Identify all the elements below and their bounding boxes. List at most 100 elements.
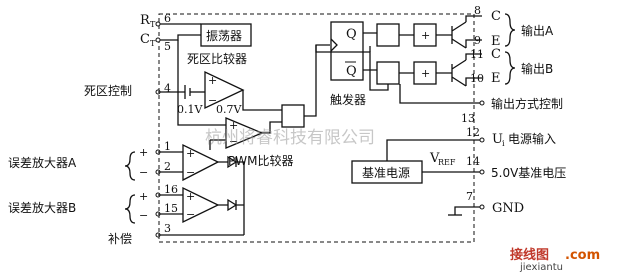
pin-rt-label: R	[140, 13, 151, 28]
pin-13-number: 13	[461, 112, 475, 125]
sawtooth-wire	[177, 40, 205, 126]
deadtime-control-label: 死区控制	[84, 84, 132, 98]
and-gate-2	[376, 61, 400, 85]
pin-e1-letter: E	[491, 34, 501, 49]
diode-b-icon	[218, 198, 244, 212]
pin-12-dot	[479, 137, 485, 143]
vref-label: V	[429, 151, 440, 166]
pin-deadtime-number: 4	[164, 82, 171, 95]
or-gate	[281, 104, 305, 128]
pin-e2-letter: E	[491, 71, 501, 86]
pwm-comp-plus: +	[229, 119, 238, 132]
transistor-b	[436, 59, 467, 87]
deadtime-comp-minus: −	[208, 94, 217, 107]
pin-c1-number: 8	[474, 4, 481, 17]
brace-err-b-icon	[124, 194, 136, 224]
pin-rt-dot	[155, 21, 161, 27]
pin-3-number: 3	[164, 222, 171, 235]
pwm-comparator	[225, 117, 264, 149]
feedback-bus	[236, 161, 245, 235]
err-a-plus: +	[139, 146, 148, 159]
pwm-out-wire	[262, 121, 282, 134]
brace-err-a-icon	[124, 151, 136, 181]
or-gate-2-plus: +	[421, 67, 430, 80]
err-a-input-wires	[158, 151, 183, 173]
pin-1-number: 1	[164, 140, 171, 153]
deadtime-comparator	[204, 70, 245, 110]
clock-input-icon	[330, 38, 338, 52]
logo-cn: 接线图	[510, 247, 549, 263]
output-b-label: 输出B	[521, 61, 553, 76]
flipflop-q: Q	[346, 27, 357, 42]
err-amp-a-plus: +	[186, 147, 195, 160]
transistor-pin-wires	[465, 15, 482, 86]
compensation-label: 补偿	[108, 231, 132, 246]
error-amplifier-a	[182, 143, 220, 182]
flipflop-label: 触发器	[330, 92, 366, 107]
or-gate-1-plus: +	[421, 29, 430, 42]
pin-12-number: 12	[466, 126, 480, 139]
vcc-label: U	[492, 132, 503, 147]
vref-output-label: 5.0V基准电压	[491, 166, 566, 180]
error-amplifier-b	[182, 186, 220, 224]
error-amp-a-label: 误差放大器A	[8, 155, 77, 170]
pin-7-dot	[479, 204, 485, 210]
output-a-label: 输出A	[521, 23, 554, 38]
pin-c1-letter: C	[491, 9, 501, 24]
pin-15-number: 15	[164, 202, 178, 215]
pin-ct-dot	[155, 37, 161, 43]
flipflop-block	[330, 21, 364, 81]
logo-site: jiexiantu	[519, 262, 563, 272]
pin-c2-letter: C	[491, 47, 501, 62]
gnd-label: GND	[492, 201, 524, 216]
pin-e1-number: 9	[474, 34, 481, 47]
deadtime-comp-plus: +	[208, 74, 217, 87]
err-a-minus: −	[139, 166, 148, 179]
pwm-comp-minus: −	[229, 135, 238, 148]
output-mode-label: 输出方式控制	[491, 96, 563, 111]
vcc-sub: i	[502, 139, 505, 148]
pin-14-number: 14	[466, 155, 480, 168]
error-amp-b-label: 误差放大器B	[8, 200, 76, 215]
err-b-plus: +	[139, 190, 148, 203]
watermark-text: 杭州将睿科技有限公司	[205, 128, 375, 148]
err-b-minus: −	[139, 209, 148, 222]
err-amp-b-minus: −	[186, 208, 195, 221]
offset-source-icon	[184, 85, 191, 99]
err-b-input-wires	[158, 194, 183, 215]
pin-rt-sub: T	[150, 20, 156, 29]
logo-com: .com	[565, 248, 600, 263]
pin-c2-number: 11	[470, 48, 484, 61]
brace-b-icon	[504, 51, 516, 85]
pin-14-dot	[479, 169, 485, 175]
ct-wire	[158, 34, 201, 41]
err-amp-b-plus: +	[186, 190, 195, 203]
pin-13-dot	[479, 100, 485, 106]
vcc-text: 电源输入	[508, 131, 556, 146]
pin-16-number: 16	[164, 183, 178, 196]
gate-enable-wire	[315, 45, 389, 91]
vref-sub: REF	[438, 158, 456, 167]
and-gate-1	[376, 23, 400, 47]
flipflop-qbar: Q	[346, 64, 357, 79]
brace-a-icon	[504, 13, 516, 47]
chip-outline	[158, 13, 475, 243]
offset-voltage-1: 0.1V	[177, 103, 203, 116]
deadtime-comparator-label: 死区比较器	[187, 51, 247, 66]
vcc-wire	[386, 139, 482, 161]
gnd-wire	[454, 206, 482, 215]
oscillator-label: 振荡器	[206, 29, 242, 43]
err-amp-a-minus: −	[186, 166, 195, 179]
pin-e2-number: 10	[470, 72, 484, 85]
transistor-a	[436, 21, 467, 49]
or-out-wire	[304, 44, 330, 117]
pin-7-number: 7	[466, 190, 473, 203]
pin-2-number: 2	[164, 160, 171, 173]
pin-ct-number: 5	[164, 40, 171, 53]
offset-voltage-2: 0.7V	[216, 103, 242, 116]
pin-rt-number: 6	[164, 12, 171, 25]
output-control-wire	[399, 84, 482, 104]
pwm-comparator-label: PWM比较器	[228, 153, 293, 168]
